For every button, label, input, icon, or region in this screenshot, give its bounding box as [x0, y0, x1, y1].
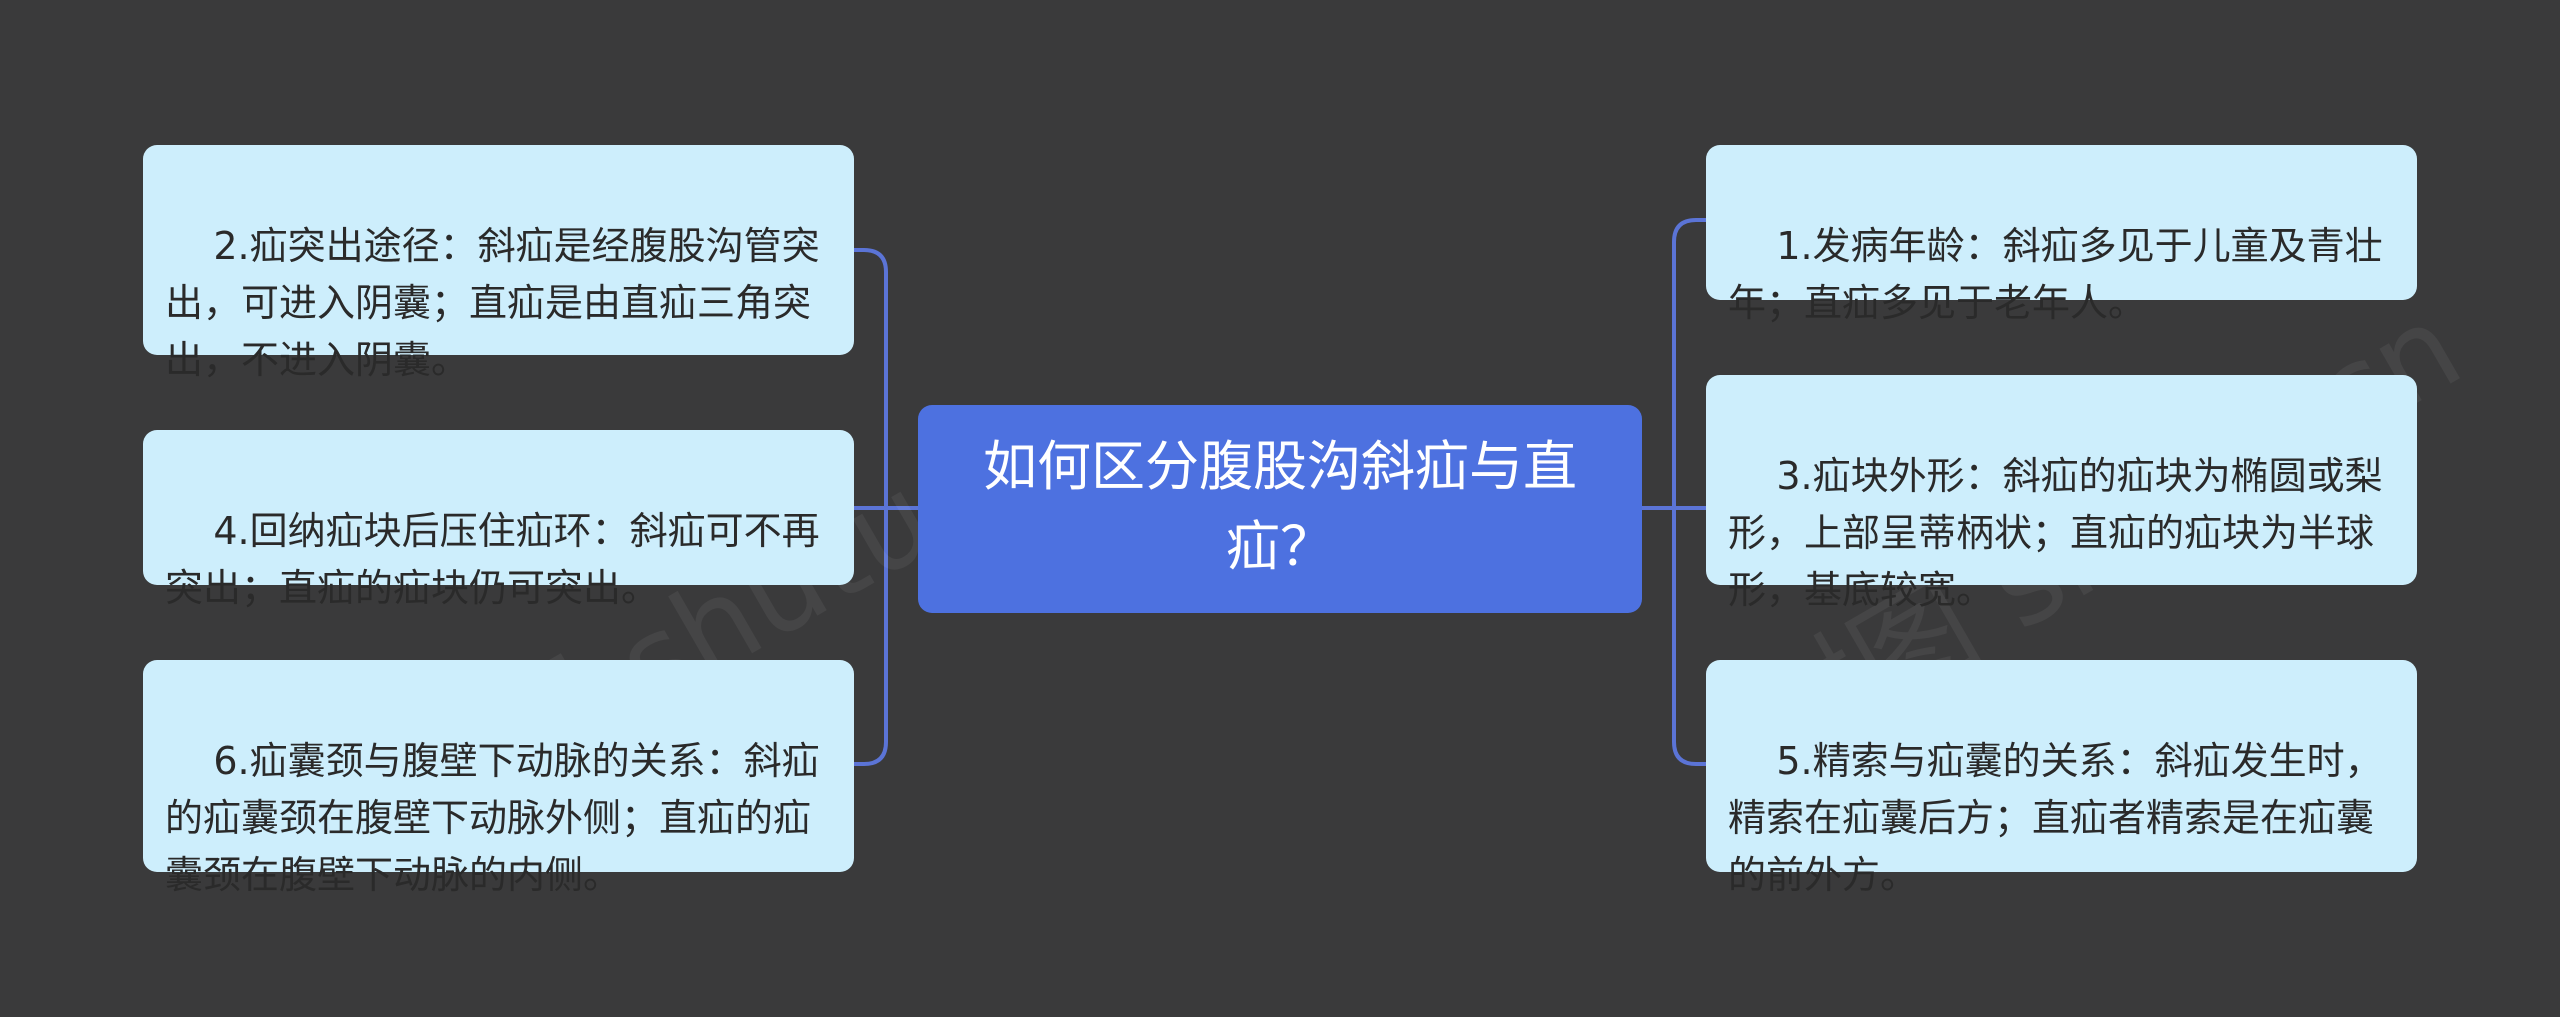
central-topic[interactable]: 如何区分腹股沟斜疝与直疝？: [918, 405, 1642, 613]
topic-node-6[interactable]: 6.疝囊颈与腹壁下动脉的关系：斜疝的疝囊颈在腹壁下动脉外侧；直疝的疝囊颈在腹壁下…: [143, 660, 854, 897]
topic-node-5[interactable]: 5.精索与疝囊的关系：斜疝发生时，精索在疝囊后方；直疝者精索是在疝囊的前外方。: [1706, 660, 2417, 897]
central-topic-label: 如何区分腹股沟斜疝与直疝？: [983, 435, 1577, 578]
topic-node-2-label: 2.疝突出途径：斜疝是经腹股沟管突出，可进入阴囊；直疝是由直疝三角突出，不进入阴…: [165, 224, 820, 382]
connector-left-node-2: [852, 248, 888, 510]
topic-node-1[interactable]: 1.发病年龄：斜疝多见于儿童及青壮年；直疝多见于老年人。: [1706, 145, 2417, 325]
connector-right-node-1: [1672, 218, 1708, 510]
connector-right-node-5: [1672, 506, 1708, 766]
topic-node-4-label: 4.回纳疝块后压住疝环：斜疝可不再突出；直疝的疝块仍可突出。: [165, 509, 820, 610]
topic-node-1-label: 1.发病年龄：斜疝多见于儿童及青壮年；直疝多见于老年人。: [1728, 224, 2383, 325]
topic-node-4[interactable]: 4.回纳疝块后压住疝环：斜疝可不再突出；直疝的疝块仍可突出。: [143, 430, 854, 610]
topic-node-2[interactable]: 2.疝突出途径：斜疝是经腹股沟管突出，可进入阴囊；直疝是由直疝三角突出，不进入阴…: [143, 145, 854, 382]
topic-node-3-label: 3.疝块外形：斜疝的疝块为椭圆或梨形，上部呈蒂柄状；直疝的疝块为半球形，基底较宽…: [1728, 454, 2383, 612]
connector-left-node-6: [852, 506, 888, 766]
topic-node-3[interactable]: 3.疝块外形：斜疝的疝块为椭圆或梨形，上部呈蒂柄状；直疝的疝块为半球形，基底较宽…: [1706, 375, 2417, 612]
topic-node-6-label: 6.疝囊颈与腹壁下动脉的关系：斜疝的疝囊颈在腹壁下动脉外侧；直疝的疝囊颈在腹壁下…: [165, 739, 820, 897]
topic-node-5-label: 5.精索与疝囊的关系：斜疝发生时，精索在疝囊后方；直疝者精索是在疝囊的前外方。: [1728, 739, 2383, 897]
